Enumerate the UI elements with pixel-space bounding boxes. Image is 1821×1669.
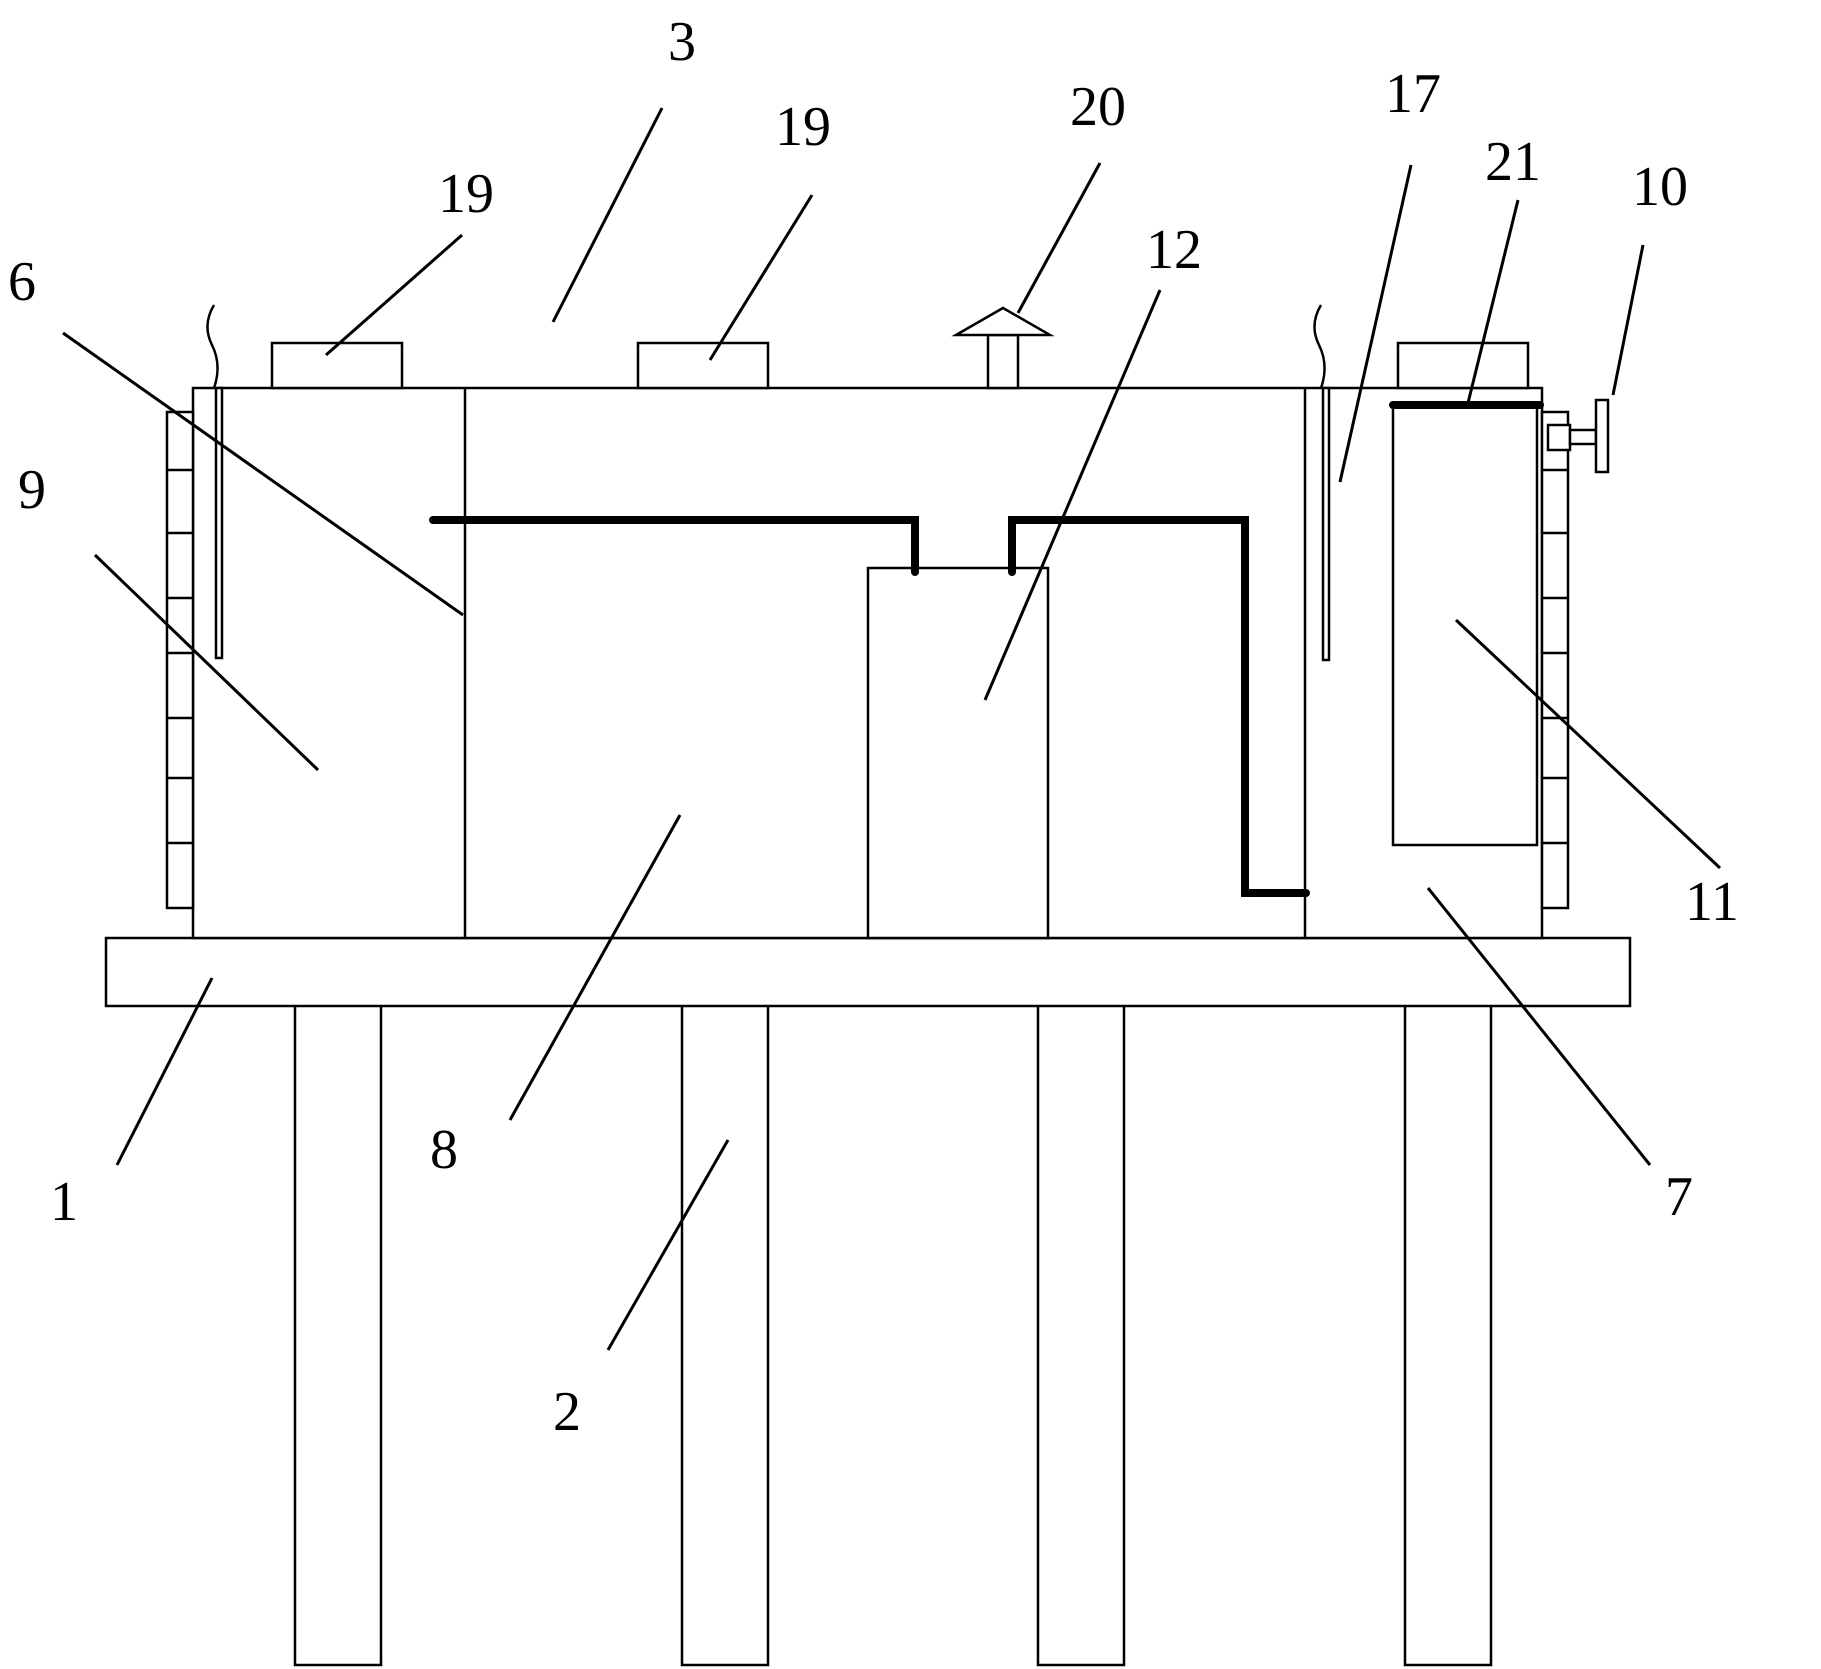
label-20: 20 bbox=[1070, 76, 1126, 138]
probe-left bbox=[206, 304, 224, 660]
left-side-panel bbox=[165, 410, 195, 910]
inner-box-12 bbox=[866, 566, 1050, 940]
top-cap-left bbox=[270, 341, 404, 390]
label-3: 3 bbox=[668, 11, 696, 73]
label-10: 10 bbox=[1632, 156, 1688, 218]
leader-9 bbox=[93, 553, 320, 772]
leg-4 bbox=[1403, 1003, 1493, 1667]
leader-12 bbox=[983, 289, 1162, 701]
leg-3 bbox=[1036, 1003, 1126, 1667]
label-12: 12 bbox=[1146, 219, 1202, 281]
label-9: 9 bbox=[18, 459, 46, 521]
leader-7 bbox=[1426, 887, 1652, 1166]
leader-17 bbox=[1338, 164, 1413, 483]
pipe-left bbox=[429, 516, 919, 576]
leader-3 bbox=[551, 107, 664, 323]
probe-17 bbox=[1313, 304, 1331, 662]
label-21: 21 bbox=[1485, 131, 1541, 193]
label-2: 2 bbox=[553, 1381, 581, 1443]
label-8: 8 bbox=[430, 1119, 458, 1181]
top-cap-right bbox=[1396, 341, 1530, 390]
leader-2 bbox=[606, 1139, 730, 1351]
leader-6 bbox=[62, 331, 464, 617]
leader-20 bbox=[1016, 162, 1102, 314]
vent-20 bbox=[951, 306, 1055, 390]
leader-11 bbox=[1454, 618, 1722, 870]
label-1: 1 bbox=[50, 1171, 78, 1233]
label-17: 17 bbox=[1385, 63, 1441, 125]
inner-box-11 bbox=[1391, 401, 1539, 847]
platform bbox=[104, 936, 1632, 1008]
support-legs bbox=[293, 1003, 1493, 1667]
leader-19a bbox=[325, 233, 463, 357]
leader-19b bbox=[708, 194, 814, 361]
label-19a: 19 bbox=[438, 163, 494, 225]
leader-8 bbox=[508, 814, 682, 1121]
label-7: 7 bbox=[1665, 1166, 1693, 1228]
label-19b: 19 bbox=[775, 96, 831, 158]
leg-2 bbox=[680, 1003, 770, 1667]
pipe-right bbox=[1008, 516, 1310, 897]
leader-lines bbox=[62, 107, 1722, 1351]
reference-labels: 1 2 3 6 7 8 9 10 11 12 17 19 19 20 21 bbox=[8, 11, 1739, 1443]
label-11: 11 bbox=[1685, 871, 1739, 933]
valve-10 bbox=[1546, 398, 1610, 474]
leg-1 bbox=[293, 1003, 383, 1667]
leader-10 bbox=[1611, 244, 1645, 396]
label-6: 6 bbox=[8, 251, 36, 313]
leader-21 bbox=[1466, 199, 1520, 404]
top-cap-middle bbox=[636, 341, 770, 390]
leader-1 bbox=[115, 977, 214, 1166]
right-side-panel bbox=[1540, 410, 1570, 910]
